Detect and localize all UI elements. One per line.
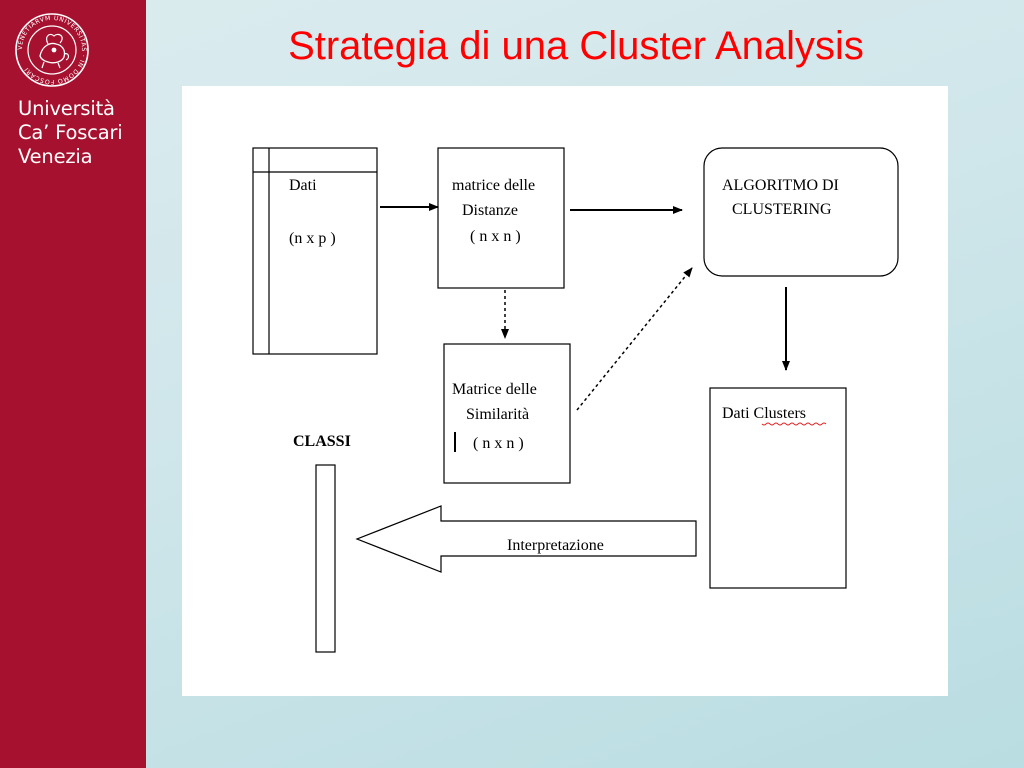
matrice-similarita-line2: Similarità	[466, 406, 529, 423]
matrice-distanze-box: matrice delle Distanze ( n x n )	[437, 147, 565, 289]
university-name-line2: Ca’ Foscari	[18, 121, 123, 144]
university-name-line3: Venezia	[18, 145, 93, 168]
matrice-distanze-dims: ( n x n )	[470, 228, 521, 245]
algoritmo-box: ALGORITMO DI CLUSTERING	[703, 147, 899, 277]
classi-group: CLASSI	[293, 433, 351, 653]
university-name: Università Ca’ Foscari Venezia	[18, 97, 123, 169]
dati-label: Dati	[289, 177, 317, 194]
university-seal-logo: VENETIARVM UNIVERSITAS · IN DOMO FOSCARI	[15, 13, 89, 87]
matrice-distanze-line1: matrice delle	[452, 177, 535, 194]
classi-bar	[315, 464, 336, 653]
matrice-distanze-line2: Distanze	[462, 202, 518, 219]
dati-clusters-label: Dati Clusters	[722, 405, 806, 422]
interpretazione-arrow: Interpretazione	[355, 505, 697, 573]
dati-box: Dati (n x p )	[252, 147, 378, 355]
matrice-similarita-line1: Matrice delle	[452, 381, 537, 398]
interpretazione-label: Interpretazione	[507, 537, 604, 554]
university-name-line1: Università	[18, 97, 115, 120]
arrow-similarita-to-algoritmo	[576, 267, 693, 411]
dati-dims: (n x p )	[289, 230, 336, 247]
matrice-similarita-box: Matrice delle Similarità ( n x n )	[443, 343, 571, 484]
slide-title: Strategia di una Cluster Analysis	[288, 24, 864, 68]
classi-label: CLASSI	[293, 433, 351, 450]
algoritmo-line2: CLUSTERING	[732, 201, 832, 218]
diagram-canvas: Dati (n x p ) matrice delle Distanze ( n…	[182, 86, 948, 696]
university-sidebar: VENETIARVM UNIVERSITAS · IN DOMO FOSCARI…	[0, 0, 146, 768]
algoritmo-line1: ALGORITMO DI	[722, 177, 839, 194]
cluster-analysis-diagram: Dati (n x p ) matrice delle Distanze ( n…	[252, 147, 899, 653]
matrice-similarita-dims: ( n x n )	[473, 435, 524, 452]
dati-clusters-box: Dati Clusters	[709, 387, 847, 589]
spellcheck-squiggle	[761, 422, 827, 426]
